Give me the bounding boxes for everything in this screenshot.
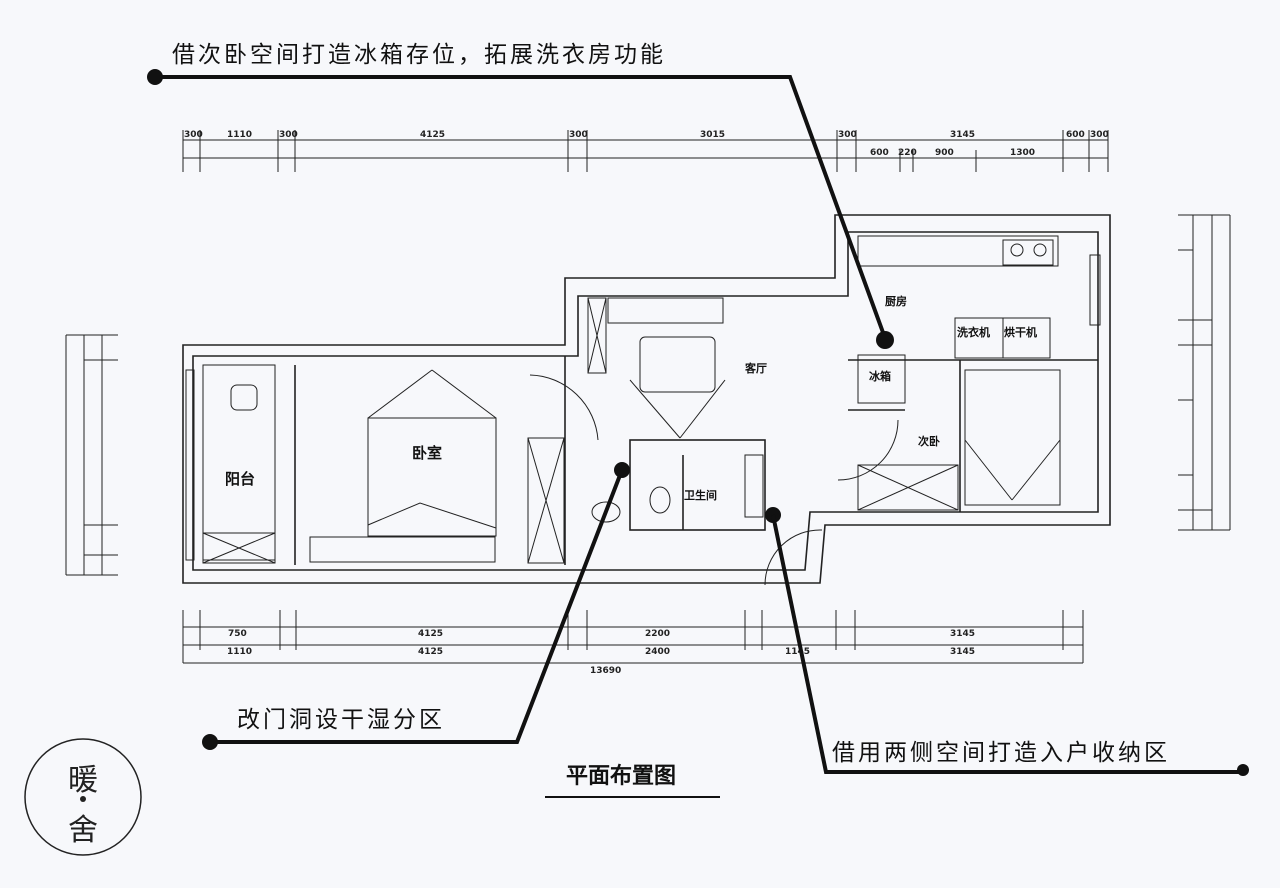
room-balcony: 阳台 [225, 470, 255, 488]
dim: 300 [1090, 130, 1109, 140]
callout-entry: 借用两侧空间打造入户收纳区 [765, 507, 1249, 776]
dim: 1300 [1010, 148, 1035, 158]
dim: 4125 [418, 647, 443, 657]
dim: 300 [184, 130, 203, 140]
bottom-dimensions: 750 4125 2200 3145 1110 4125 2400 1145 3… [182, 610, 1084, 676]
room-bedroom: 卧室 [412, 444, 442, 462]
page-title: 平面布置图 [566, 763, 676, 789]
room-living: 客厅 [744, 361, 767, 375]
annotation-bathroom: 改门洞设干湿分区 [237, 707, 445, 733]
room-bathroom: 卫生间 [684, 488, 717, 502]
dim: 1110 [227, 130, 252, 140]
fridge-label: 冰箱 [869, 369, 891, 383]
dim: 600 [870, 148, 889, 158]
annotation-fridge: 借次卧空间打造冰箱存位，拓展洗衣房功能 [172, 42, 666, 68]
dim: 750 [228, 629, 247, 639]
dim: 4125 [418, 629, 443, 639]
logo: 暖 舍 [24, 738, 142, 856]
annotation-entry: 借用两侧空间打造入户收纳区 [832, 740, 1170, 766]
callout-bathroom: 改门洞设干湿分区 [202, 462, 630, 750]
dim: 1145 [785, 647, 810, 657]
washer-label: 洗衣机 [957, 325, 990, 339]
dim: 1110 [227, 647, 252, 657]
dim: 3145 [950, 130, 975, 140]
dim: 300 [838, 130, 857, 140]
dim: 4125 [420, 130, 445, 140]
dim: 300 [279, 130, 298, 140]
dim: 2400 [645, 647, 670, 657]
dim: 220 [898, 148, 917, 158]
dim: 900 [935, 148, 954, 158]
side-dimensions [65, 214, 1231, 576]
dim: 300 [569, 130, 588, 140]
dim: 600 [1066, 130, 1085, 140]
logo-bottom-char: 舍 [68, 813, 98, 848]
callout-fridge: 借次卧空间打造冰箱存位，拓展洗衣房功能 [147, 42, 894, 349]
dim: 3145 [950, 629, 975, 639]
walls [182, 214, 1111, 584]
room-second-bedroom: 次卧 [918, 434, 940, 448]
top-dimensions: 300 1110 300 4125 300 3015 300 3145 600 … [182, 130, 1109, 172]
furniture [185, 235, 1101, 586]
dim: 3145 [950, 647, 975, 657]
dim-total: 13690 [590, 666, 621, 676]
dryer-label: 烘干机 [1004, 325, 1037, 339]
dim: 3015 [700, 130, 725, 140]
dim: 2200 [645, 629, 670, 639]
logo-top-char: 暖 [68, 763, 98, 798]
room-kitchen: 厨房 [885, 294, 907, 308]
